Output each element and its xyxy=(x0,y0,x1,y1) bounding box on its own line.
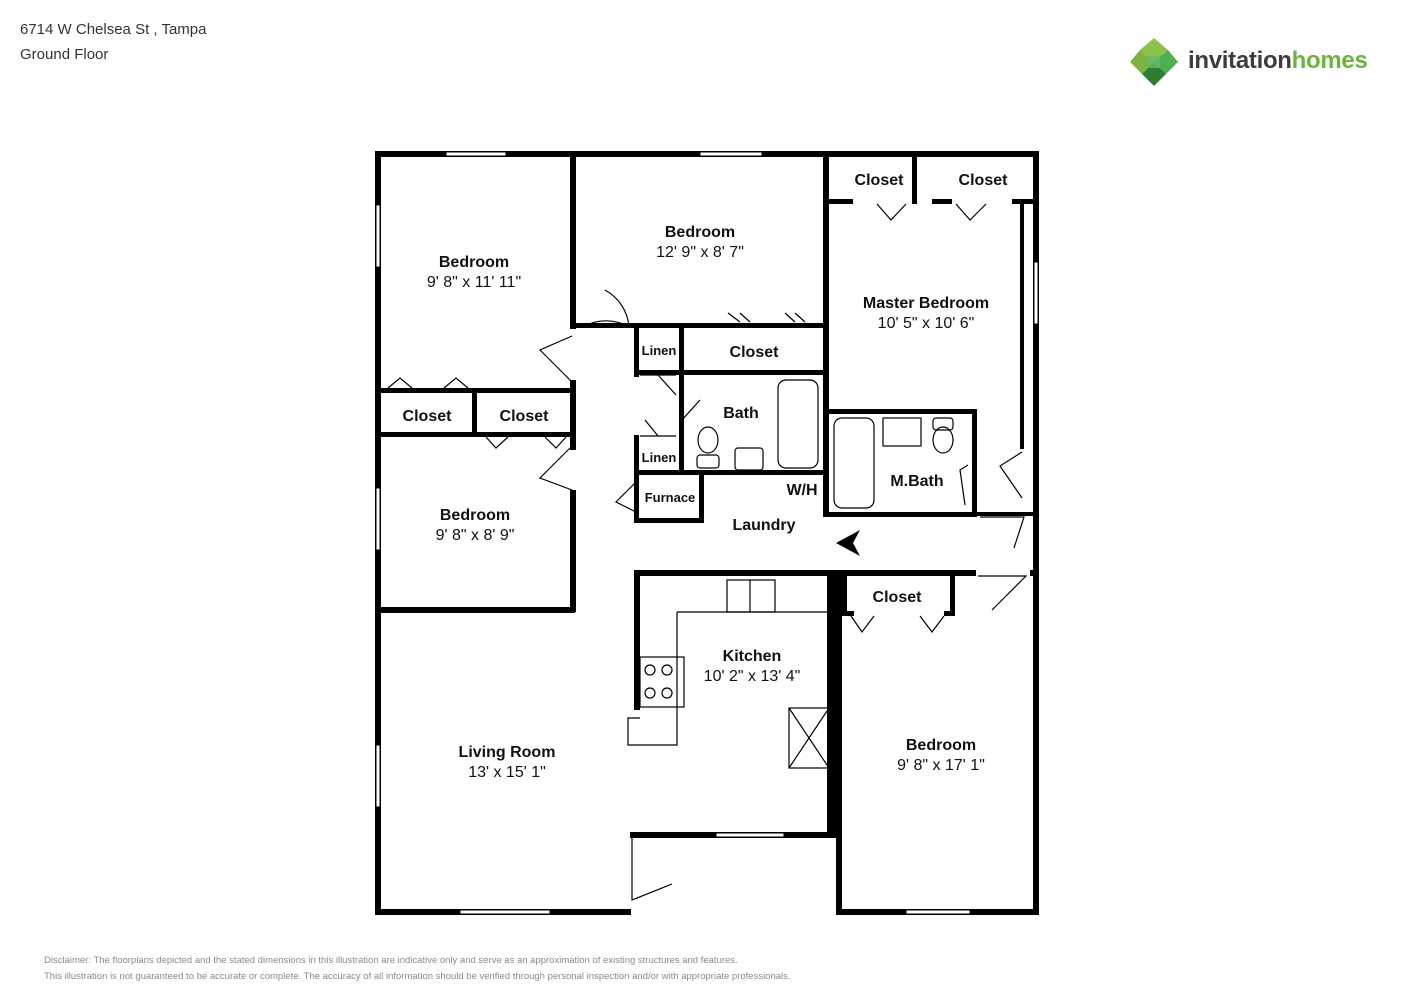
disclaimer-line-1: Disclaimer: The floorplans depicted and … xyxy=(44,955,738,966)
bedroom-nw-dims: 9' 8" x 11' 11" xyxy=(427,274,521,291)
property-address: 6714 W Chelsea St , Tampa xyxy=(20,21,207,38)
bedroom-w-name: Bedroom xyxy=(440,507,510,524)
linen-2-name: Linen xyxy=(642,450,677,465)
furnace-name: Furnace xyxy=(645,490,696,505)
closet-master-1-name: Closet xyxy=(855,172,905,189)
living-room-name: Living Room xyxy=(459,744,556,761)
master-bath-name: M.Bath xyxy=(890,473,943,490)
walk-in-name: W/H xyxy=(786,482,817,499)
bedroom-n-dims: 12' 9" x 8' 7" xyxy=(656,244,744,261)
doors xyxy=(387,203,1028,901)
company-logo[interactable]: invitationhomes xyxy=(1128,36,1388,90)
fixtures xyxy=(627,379,954,769)
windows xyxy=(375,151,1039,915)
kitchen-name: Kitchen xyxy=(723,648,782,665)
bedroom-n-name: Bedroom xyxy=(665,224,735,241)
bedroom-nw-name: Bedroom xyxy=(439,254,509,271)
master-bedroom-name: Master Bedroom xyxy=(863,295,989,312)
logo-wordmark: invitationhomes xyxy=(1188,47,1368,74)
closet-w1-name: Closet xyxy=(403,408,453,425)
disclaimer-line-2: This illustration is not guaranteed to b… xyxy=(44,971,791,982)
bedroom-se-name: Bedroom xyxy=(906,737,976,754)
laundry-name: Laundry xyxy=(732,517,795,534)
closet-master-2-name: Closet xyxy=(959,172,1009,189)
floor-label: Ground Floor xyxy=(20,46,109,63)
closet-hall-name: Closet xyxy=(730,344,780,361)
kitchen-dims: 10' 2" x 13' 4" xyxy=(704,668,801,685)
logo-mark-icon xyxy=(1130,38,1178,86)
linen-1-name: Linen xyxy=(642,343,677,358)
bath-name: Bath xyxy=(723,405,759,422)
closet-w2-name: Closet xyxy=(500,408,550,425)
bedroom-se-dims: 9' 8" x 17' 1" xyxy=(897,757,985,774)
entry-arrow-icon xyxy=(836,530,860,556)
bedroom-w-dims: 9' 8" x 8' 9" xyxy=(436,527,515,544)
closet-se-name: Closet xyxy=(873,589,923,606)
master-bedroom-dims: 10' 5" x 10' 6" xyxy=(878,315,975,332)
living-room-dims: 13' x 15' 1" xyxy=(468,764,546,781)
